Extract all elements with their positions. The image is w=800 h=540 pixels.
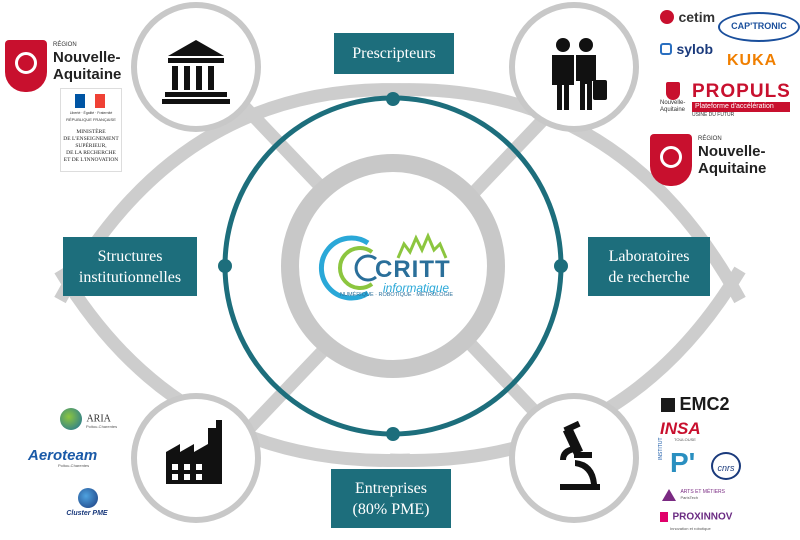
ministry-line1: MINISTÈRE: [76, 129, 106, 135]
cluster-globe-icon: [78, 488, 98, 508]
cluster-text: Cluster PME: [66, 510, 108, 517]
logo-sylob: sylob: [660, 40, 713, 58]
logo-captronic: CAP'TRONIC: [718, 12, 800, 42]
aria-sub: Poitou-Charentes: [86, 424, 118, 429]
factory-icon: [166, 420, 222, 484]
arts-metiers-mark-icon: [662, 488, 676, 501]
region-shield-lion-icon-tr: [660, 146, 682, 168]
emc2-text: EMC2: [679, 394, 730, 414]
logo-aria: ARIA Poitou-Charentes: [60, 408, 118, 430]
proxinnov-sub: Innovation et robotique: [670, 526, 711, 531]
logo-cetim: cetim: [660, 8, 715, 26]
label-laboratoires-line2: de recherche: [608, 268, 690, 286]
propuls-text: PROPULS: [692, 81, 791, 102]
label-prescripteurs-text: Prescripteurs: [352, 45, 436, 62]
ministry-line4: DE LA RECHERCHE: [66, 150, 116, 156]
rf-republic: RÉPUBLIQUE FRANÇAISE: [66, 117, 116, 122]
na-small-shield-icon: [666, 82, 680, 100]
label-structures-line2: institutionnelles: [78, 268, 182, 286]
ministry-line3: SUPÉRIEUR,: [75, 143, 107, 149]
arts-metiers-sub: ParisTech: [680, 495, 699, 501]
critt-logo-name: CRITT: [375, 256, 451, 283]
insa-text: INSA: [660, 419, 701, 438]
marianne-flag-icon: [75, 94, 105, 108]
logo-propuls: PROPULS Plateforme d'accélération USINE …: [692, 82, 796, 118]
aeroteam-text: Aeroteam: [28, 447, 98, 464]
label-structures-line1: Structures: [97, 247, 163, 265]
proxinnov-text: PROXINNOV: [672, 511, 733, 523]
logo-cnrs: cnrs: [711, 452, 741, 480]
logo-ministere: Liberté · Égalité · Fraternité RÉPUBLIQU…: [60, 88, 122, 172]
business-people-icon: [552, 38, 607, 110]
logo-emc2: EMC2: [661, 394, 729, 415]
aria-text: ARIA: [86, 413, 111, 425]
propuls-sub: Plateforme d'accélération: [692, 102, 790, 112]
logo-aeroteam: Aeroteam Poitou-Charentes: [28, 448, 124, 468]
orbit-node-top: [386, 92, 400, 106]
aria-globe-icon: [60, 408, 82, 430]
critt-logo-sub: informatique: [383, 281, 450, 295]
na-small-line2: Aquitaine: [660, 107, 686, 113]
region-name-line1: Nouvelle-: [53, 49, 121, 66]
kuka-text: KUKA: [727, 52, 778, 69]
label-structures-institutionnelles: Structures institutionnelles: [63, 237, 197, 296]
critt-logo: CRITT informatique: [375, 256, 465, 295]
logo-kuka: KUKA: [727, 52, 777, 70]
region-name-line2-tr: Aquitaine: [698, 160, 767, 177]
sylob-hex-icon: [660, 42, 672, 55]
ministry-line5: ET DE L'INNOVATION: [63, 157, 119, 163]
region-name-line1-tr: Nouvelle-: [698, 143, 766, 160]
critt-logo-mark: [318, 232, 448, 301]
logo-pprime: INSTITUT P': [658, 438, 706, 482]
label-laboratoires-line1: Laboratoires: [608, 247, 690, 265]
region-shield-lion-icon: [15, 52, 37, 74]
institut-text: INSTITUT: [658, 437, 664, 461]
label-entreprises-line1: Entreprises: [355, 479, 427, 497]
region-caption: RÉGION: [53, 42, 77, 48]
cetim-badge-icon: [660, 9, 674, 24]
orbit-node-right: [554, 259, 568, 273]
microscope-icon: [560, 420, 600, 490]
inner-ring: [281, 154, 505, 378]
logo-proxinnov: PROXINNOV Innovation et robotique: [660, 508, 732, 531]
institution-icon: [162, 40, 230, 104]
region-caption-tr: RÉGION: [698, 136, 722, 142]
cnrs-text: cnrs: [717, 463, 735, 473]
region-name-line2: Aquitaine: [53, 66, 122, 83]
rf-motto: Liberté · Égalité · Fraternité: [69, 111, 113, 115]
logo-region-nouvelle-aquitaine-tl: RÉGION Nouvelle- Aquitaine: [5, 40, 125, 94]
cetim-text: cetim: [678, 8, 716, 25]
propuls-sub2: USINE DU FUTUR: [692, 112, 735, 118]
captronic-text: CAP'TRONIC: [731, 21, 787, 31]
critt-logo-tagline: NUMÉRIQUE · ROBOTIQUE · MÉTROLOGIE: [340, 292, 454, 298]
label-laboratoires: Laboratoires de recherche: [588, 237, 710, 296]
sylob-text: sylob: [676, 40, 714, 57]
proxinnov-mark-icon: [660, 511, 668, 522]
aeroteam-sub: Poitou-Charentes: [58, 463, 90, 468]
label-prescripteurs: Prescripteurs: [334, 33, 454, 74]
orbit-node-bottom: [386, 427, 400, 441]
label-entreprises: Entreprises (80% PME): [331, 469, 451, 528]
pprime-text: P': [670, 447, 696, 478]
logo-cluster: Cluster PME: [52, 488, 122, 524]
logo-insa: INSA TOULOUSE: [660, 420, 701, 442]
label-entreprises-line2: (80% PME): [352, 500, 430, 518]
arts-metiers-text: ARTS ET MÉTIERS: [680, 489, 725, 496]
logo-region-nouvelle-aquitaine-tr: RÉGION Nouvelle- Aquitaine: [650, 134, 780, 188]
insa-sub: TOULOUSE: [674, 437, 696, 442]
logo-arts-metiers: ARTS ET MÉTIERS ParisTech: [662, 486, 725, 504]
na-small-line1: Nouvelle-: [660, 100, 686, 106]
emc2-mark-icon: [661, 397, 675, 412]
logo-na-small: Nouvelle- Aquitaine: [660, 82, 690, 114]
orbit-node-left: [218, 259, 232, 273]
ministry-line2: DE L'ENSEIGNEMENT: [63, 136, 119, 142]
